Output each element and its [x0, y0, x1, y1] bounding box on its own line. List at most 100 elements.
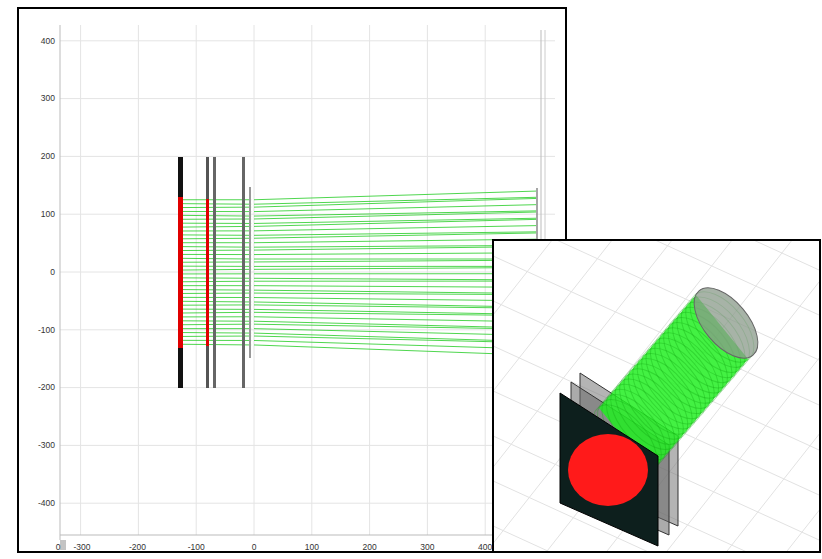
light-ray [182, 273, 251, 274]
light-ray [182, 230, 251, 231]
filter-plate [206, 157, 209, 388]
tick [61, 540, 62, 550]
grid-line [60, 387, 555, 388]
grid-line [311, 25, 312, 535]
light-ray [182, 285, 251, 286]
grid-line [60, 445, 555, 446]
light-ray [182, 336, 251, 337]
light-ray [182, 223, 251, 224]
light-ray [182, 324, 251, 326]
y-tick-label: 200 [41, 152, 55, 161]
light-ray [182, 289, 251, 291]
x-tick-label: -200 [129, 543, 146, 552]
grid [60, 25, 555, 540]
light-ray [182, 309, 251, 310]
light-ray [182, 226, 251, 228]
light-ray [254, 232, 536, 235]
light-ray [182, 258, 251, 260]
grid-line [780, 241, 819, 551]
x-tick-label: -100 [188, 543, 205, 552]
grid-line [60, 272, 555, 273]
x-tick-label: 100 [305, 543, 319, 552]
grid-line [80, 25, 81, 535]
plate [242, 157, 245, 388]
y-tick-label: 400 [41, 37, 55, 46]
inset-panel [493, 240, 820, 552]
y-tick-label: -300 [38, 441, 55, 450]
source-plate-3d [560, 393, 658, 546]
x-tick-label: 300 [420, 543, 434, 552]
light-ray [254, 218, 536, 223]
filter-disk [206, 199, 209, 346]
ray-bundle-ring [621, 347, 709, 440]
x-tick-label: -300 [73, 543, 90, 552]
inset-3d-view [120, 0, 822, 559]
light-ray [182, 218, 251, 219]
x-tick-label: 0 [56, 543, 61, 552]
light-ray [182, 301, 251, 303]
source-disk-3d [568, 434, 648, 506]
axis-line [60, 535, 555, 536]
x-tick-label: 400 [478, 543, 492, 552]
ray-bundle-ring [616, 353, 704, 446]
light-ray [182, 261, 251, 262]
grid-line [60, 40, 555, 41]
light-ray [254, 226, 536, 231]
light-ray [182, 304, 251, 305]
grid-line [196, 25, 197, 535]
y-tick-label: -200 [38, 383, 55, 392]
light-ray [182, 199, 251, 200]
light-ray [182, 340, 251, 341]
light-ray [182, 320, 251, 321]
grid-line [494, 241, 819, 275]
grid-line [138, 25, 139, 535]
light-ray [182, 297, 251, 298]
light-ray [182, 250, 251, 251]
y-tick-label: 300 [41, 94, 55, 103]
grid-line [369, 25, 370, 535]
plate [213, 157, 216, 388]
grid-line [540, 241, 800, 551]
optical-elements [61, 30, 545, 550]
light-ray [182, 281, 251, 283]
light-ray [182, 254, 251, 255]
light-ray [182, 242, 251, 243]
light-ray [182, 238, 251, 240]
light-ray [182, 332, 251, 334]
detector-3d [682, 277, 770, 370]
y-tick-label: -100 [38, 326, 55, 335]
light-ray [182, 234, 251, 235]
grid-line [494, 241, 819, 320]
light-ray [182, 344, 251, 346]
main-panel [18, 8, 566, 552]
tick [65, 540, 66, 550]
axis-line [60, 25, 61, 540]
light-ray [182, 246, 251, 248]
light-ray [182, 328, 251, 329]
light-ray [182, 312, 251, 314]
light-ray [254, 211, 536, 216]
grid-line [427, 25, 428, 535]
light-ray [182, 215, 251, 217]
ray-bundle-ring [634, 332, 722, 425]
grid-line [254, 25, 255, 535]
light-ray [182, 269, 251, 271]
y-tick-label: 0 [50, 268, 55, 277]
grid-line [720, 241, 819, 551]
x-tick-label: 0 [252, 543, 257, 552]
light-ray [182, 277, 251, 278]
light-ray [182, 266, 251, 267]
source-disk [178, 197, 183, 348]
inset-grid [494, 241, 819, 551]
source-plate [178, 157, 183, 388]
y-tick-label: 100 [41, 210, 55, 219]
light-ray [182, 211, 251, 212]
light-ray [254, 191, 536, 200]
light-rays [182, 191, 536, 355]
grid-line [60, 503, 555, 504]
grid-line [60, 214, 555, 215]
x-tick-label: 200 [363, 543, 377, 552]
y-tick-label: -400 [38, 499, 55, 508]
